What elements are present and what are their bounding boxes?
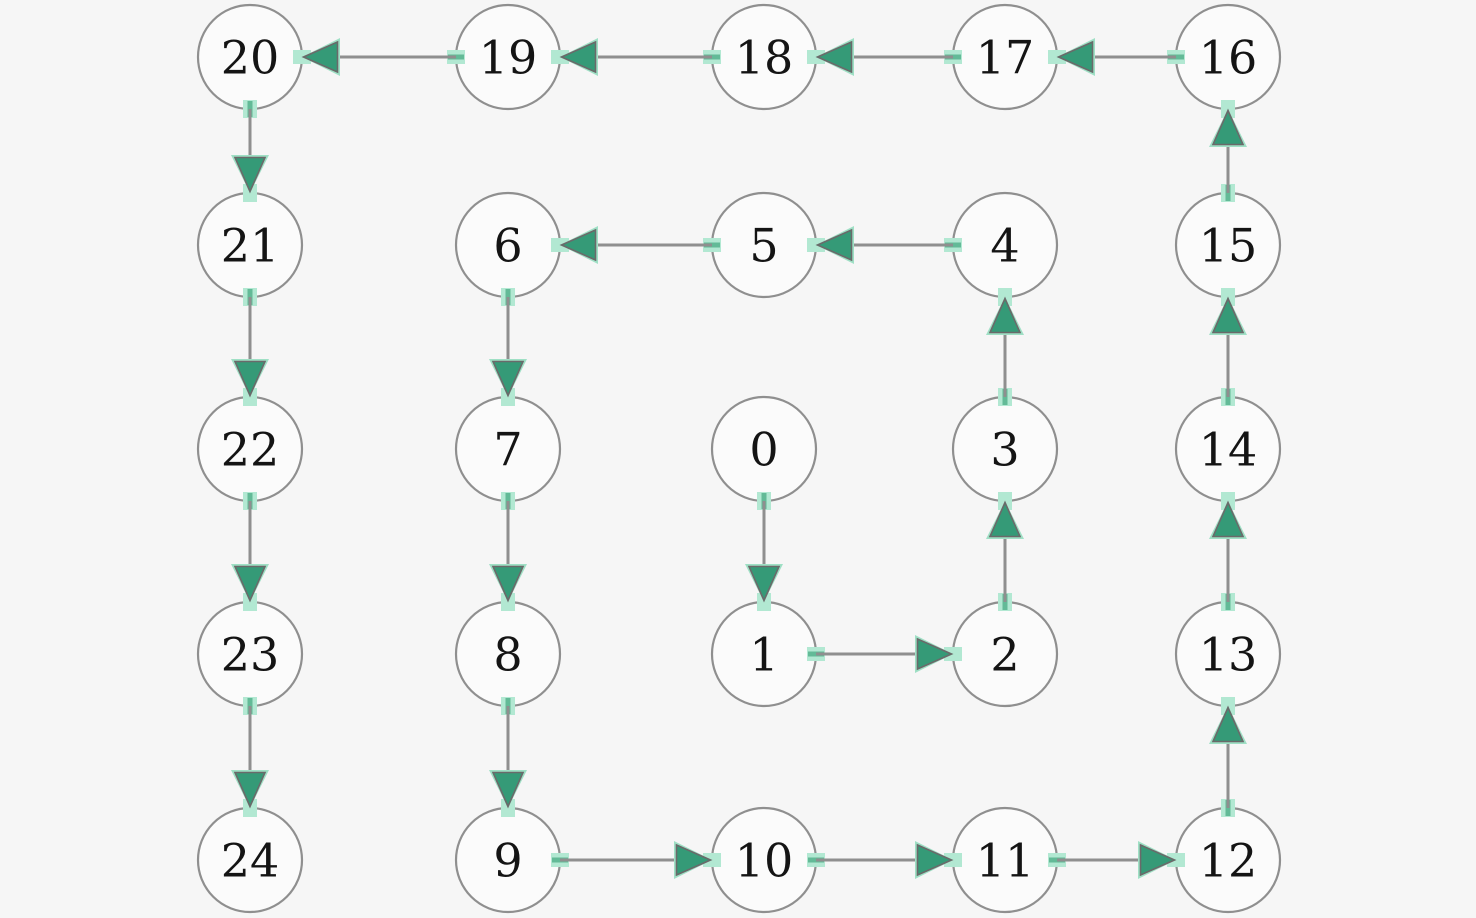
arrowhead-icon — [1211, 108, 1245, 146]
edge-5-6 — [551, 226, 721, 264]
arrowhead-icon — [988, 296, 1022, 334]
edge-17-18 — [807, 38, 962, 76]
arrowhead-icon — [1211, 705, 1245, 743]
edge-0-1 — [745, 492, 783, 611]
node-label-15: 15 — [1199, 219, 1258, 273]
edge-12-13 — [1209, 697, 1247, 817]
node-label-7: 7 — [493, 423, 522, 477]
node-label-10: 10 — [735, 834, 794, 888]
arrowhead-icon — [675, 843, 713, 877]
edge-19-20 — [293, 38, 465, 76]
edge-10-11 — [807, 841, 962, 879]
node-label-8: 8 — [493, 628, 522, 682]
node-label-20: 20 — [221, 31, 280, 85]
edge-11-12 — [1048, 841, 1185, 879]
edges-layer — [231, 38, 1247, 879]
arrowhead-icon — [559, 228, 597, 262]
arrowhead-icon — [491, 360, 525, 398]
arrowhead-icon — [233, 771, 267, 809]
node-label-3: 3 — [990, 423, 1019, 477]
node-label-9: 9 — [493, 834, 522, 888]
arrowhead-icon — [301, 40, 339, 74]
node-label-19: 19 — [479, 31, 538, 85]
edge-9-10 — [551, 841, 721, 879]
node-label-17: 17 — [976, 31, 1035, 85]
node-label-21: 21 — [221, 219, 280, 273]
edge-23-24 — [231, 697, 269, 817]
node-label-1: 1 — [749, 628, 778, 682]
arrowhead-icon — [1211, 500, 1245, 538]
arrowhead-icon — [559, 40, 597, 74]
arrowhead-icon — [491, 771, 525, 809]
edge-2-3 — [986, 492, 1024, 611]
node-label-22: 22 — [221, 423, 280, 477]
node-label-2: 2 — [990, 628, 1019, 682]
arrowhead-icon — [747, 565, 781, 603]
edge-4-5 — [807, 226, 962, 264]
node-label-18: 18 — [735, 31, 794, 85]
edge-21-22 — [231, 288, 269, 406]
edge-16-17 — [1048, 38, 1185, 76]
node-label-12: 12 — [1199, 834, 1258, 888]
edge-13-14 — [1209, 492, 1247, 611]
arrowhead-icon — [233, 360, 267, 398]
node-label-0: 0 — [749, 423, 778, 477]
node-label-14: 14 — [1199, 423, 1258, 477]
arrowhead-icon — [815, 40, 853, 74]
nodes-layer — [196, 3, 1282, 914]
node-label-6: 6 — [493, 219, 522, 273]
node-label-24: 24 — [221, 834, 280, 888]
edge-1-2 — [807, 635, 962, 673]
arrowhead-icon — [491, 565, 525, 603]
edge-6-7 — [489, 288, 527, 406]
arrowhead-icon — [1139, 843, 1177, 877]
edge-3-4 — [986, 288, 1024, 406]
arrowhead-icon — [988, 500, 1022, 538]
arrowhead-icon — [916, 843, 954, 877]
edge-14-15 — [1209, 288, 1247, 406]
node-label-11: 11 — [976, 834, 1035, 888]
edge-22-23 — [231, 492, 269, 611]
arrowhead-icon — [1056, 40, 1094, 74]
node-label-13: 13 — [1199, 628, 1258, 682]
arrowhead-icon — [1211, 296, 1245, 334]
arrowhead-icon — [233, 156, 267, 194]
edge-8-9 — [489, 697, 527, 817]
edge-18-19 — [551, 38, 721, 76]
edge-15-16 — [1209, 100, 1247, 202]
node-label-16: 16 — [1199, 31, 1258, 85]
node-label-23: 23 — [221, 628, 280, 682]
arrowhead-icon — [233, 565, 267, 603]
node-label-4: 4 — [990, 219, 1019, 273]
edge-20-21 — [231, 100, 269, 202]
edge-7-8 — [489, 492, 527, 611]
arrowhead-icon — [916, 637, 954, 671]
node-label-5: 5 — [749, 219, 778, 273]
arrowhead-icon — [815, 228, 853, 262]
